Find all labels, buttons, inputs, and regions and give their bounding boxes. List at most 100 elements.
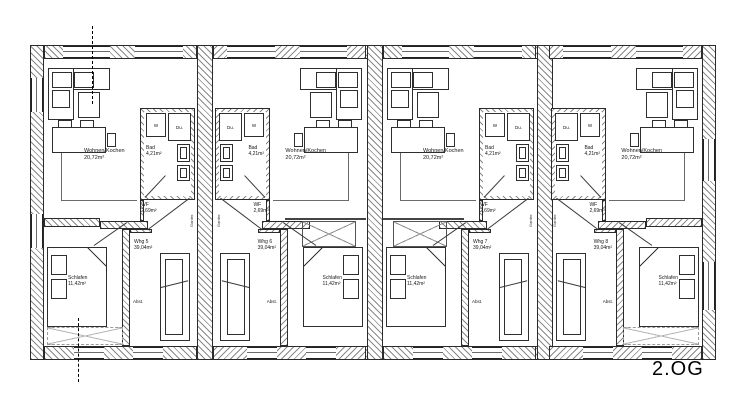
party-wall (197, 45, 213, 360)
hall-wall (100, 221, 148, 229)
unit-wall-bottom (213, 346, 366, 360)
window (135, 46, 183, 58)
bedroom-wall (646, 218, 702, 227)
exterior-wall-left (30, 45, 44, 360)
washer-label: W (153, 122, 159, 128)
party-wall (537, 45, 553, 360)
sofa-cushion (52, 90, 70, 108)
window (300, 46, 347, 58)
stair-flight (165, 259, 183, 335)
washing-machine: W (146, 113, 166, 137)
pillow (343, 279, 359, 299)
corridor-wall-stub (594, 229, 616, 233)
stair-flight (563, 259, 581, 335)
pillow (390, 255, 406, 275)
wardrobe-label: Garder. (552, 213, 557, 227)
blanket-fold (87, 247, 107, 267)
washbasin-bowl (559, 147, 566, 159)
sofa-cushion (676, 90, 694, 108)
blanket-fold (639, 247, 659, 267)
stair-outline (499, 253, 529, 341)
unit-wall-bottom (44, 346, 197, 360)
floor-label: 2.OG (652, 358, 704, 380)
armchair (646, 92, 668, 118)
unit-wall-bottom (383, 346, 536, 360)
kitchen-counter-outline (400, 153, 476, 201)
sofa-cushion (74, 72, 94, 88)
dining-table (391, 127, 445, 153)
armchair (310, 92, 332, 118)
sofa-cushion (340, 90, 358, 108)
party-wall (367, 45, 383, 360)
washer-label: W (492, 122, 498, 128)
sofa-cushion (652, 72, 672, 88)
corridor-wall-stub (258, 229, 280, 233)
window (703, 139, 715, 181)
washbasin-bowl (223, 147, 230, 159)
armchair (78, 92, 100, 118)
blanket-fold (426, 247, 446, 267)
washing-machine: W (485, 113, 505, 137)
washbasin-bowl (519, 147, 526, 159)
window (31, 214, 43, 248)
chair (107, 133, 116, 147)
sofa-cushion (52, 72, 72, 88)
chair (630, 133, 639, 147)
shower: Du. (555, 113, 578, 141)
bedroom-wall (44, 218, 100, 227)
toilet-bowl (223, 168, 230, 178)
stair-flight (504, 259, 522, 335)
washer-label: W (587, 122, 593, 128)
bedroom-wall-thin (285, 218, 366, 220)
corridor-wall (280, 229, 288, 346)
bedroom-wall-thin (383, 218, 464, 220)
section-line-bottom (78, 318, 79, 382)
pillow (51, 255, 67, 275)
shower: Du. (168, 113, 191, 141)
stair-flight (227, 259, 245, 335)
window (413, 347, 443, 359)
storage-label: Abst. (133, 299, 144, 304)
stair-outline (160, 253, 190, 341)
pillow (51, 279, 67, 299)
corridor-wall (461, 229, 469, 346)
window (703, 262, 715, 310)
window (474, 46, 522, 58)
sofa-cushion (391, 90, 409, 108)
section-line-top (92, 26, 93, 104)
window (402, 46, 449, 58)
shower-label: Du. (514, 124, 522, 130)
storage-label: Abst. (472, 299, 483, 304)
shower: Du. (507, 113, 530, 141)
washing-machine: W (580, 113, 600, 137)
sofa-cushion (391, 72, 411, 88)
armchair (417, 92, 439, 118)
window (563, 46, 611, 58)
chair (446, 133, 455, 147)
sofa-cushion (674, 72, 694, 88)
sofa-cushion (338, 72, 358, 88)
sofa-cushion (413, 72, 433, 88)
window (63, 46, 110, 58)
